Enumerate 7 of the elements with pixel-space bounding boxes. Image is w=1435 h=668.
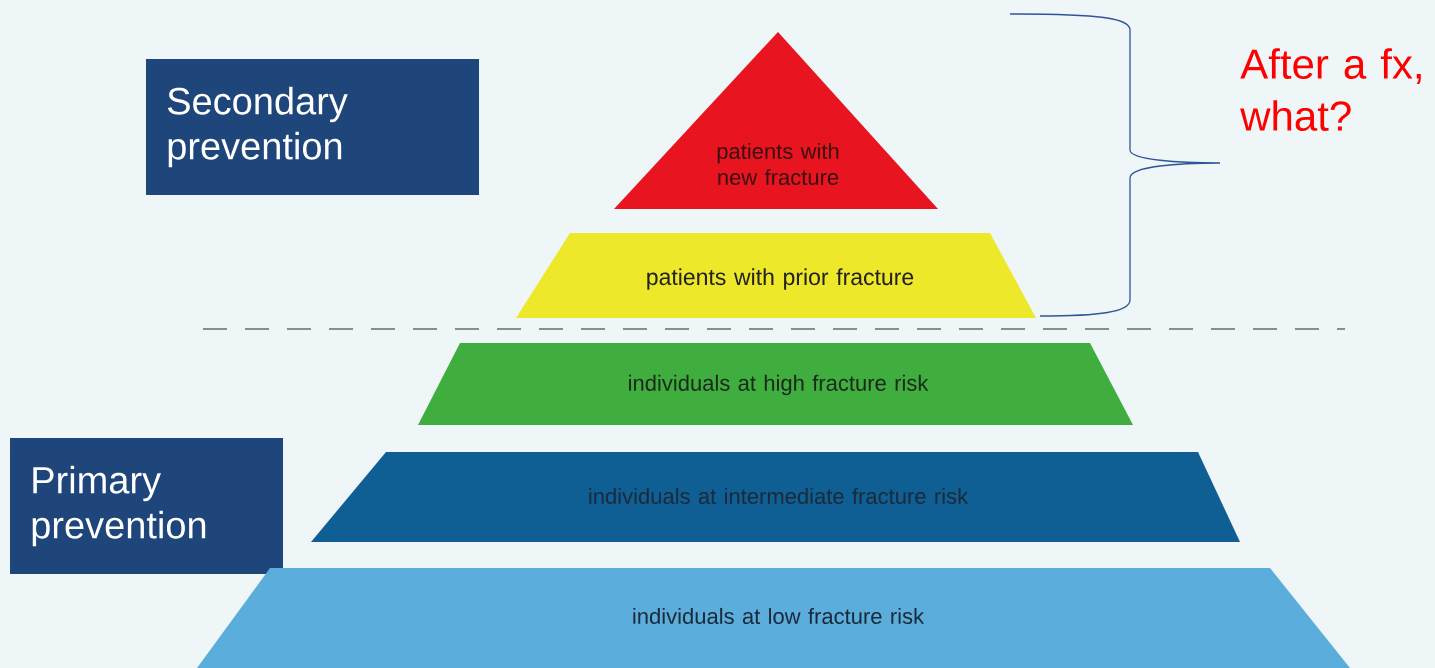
pyramid-level: individuals at intermediate fracture risk (311, 452, 1240, 542)
prevention-box: Primary prevention (10, 438, 283, 574)
pyramid-level: individuals at low fracture risk (197, 568, 1350, 668)
pyramid-top: patients with new fracture (614, 32, 938, 209)
pyramid-level: individuals at high fracture risk (418, 343, 1133, 425)
question-label: After a fx, what? (1240, 48, 1421, 131)
prevention-box: Secondary prevention (146, 59, 479, 195)
